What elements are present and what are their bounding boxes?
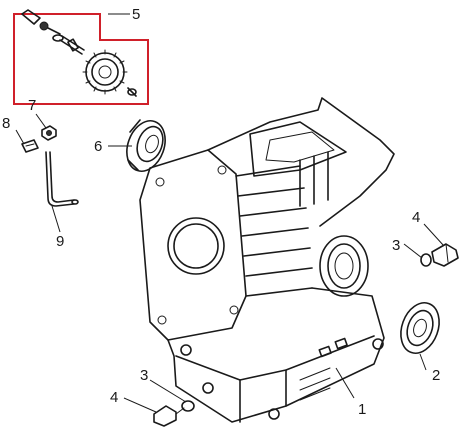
governor-arm-part	[45, 151, 79, 207]
bolt-bottom-part	[153, 400, 195, 427]
callout-3-bottom: 3	[140, 367, 148, 384]
callout-2: 2	[432, 367, 440, 384]
callout-4-bottom: 4	[110, 389, 118, 406]
callout-9: 9	[56, 233, 64, 250]
callout-6: 6	[94, 138, 102, 155]
bolt-right-part	[420, 243, 459, 267]
oil-seal-lower-part	[400, 302, 440, 354]
leader-lines	[15, 13, 445, 413]
governor-assembly-part	[21, 9, 137, 97]
callout-4-right: 4	[412, 209, 420, 226]
callout-5: 5	[132, 6, 140, 23]
nut-part	[41, 125, 57, 141]
callout-7: 7	[28, 97, 36, 114]
highlight-box	[13, 13, 149, 105]
oil-seal-upper-part	[126, 119, 166, 172]
callout-3-right: 3	[392, 237, 400, 254]
crankcase-part	[139, 97, 395, 423]
callout-8: 8	[2, 115, 10, 132]
callout-1: 1	[358, 401, 366, 418]
clip-part	[21, 139, 39, 153]
